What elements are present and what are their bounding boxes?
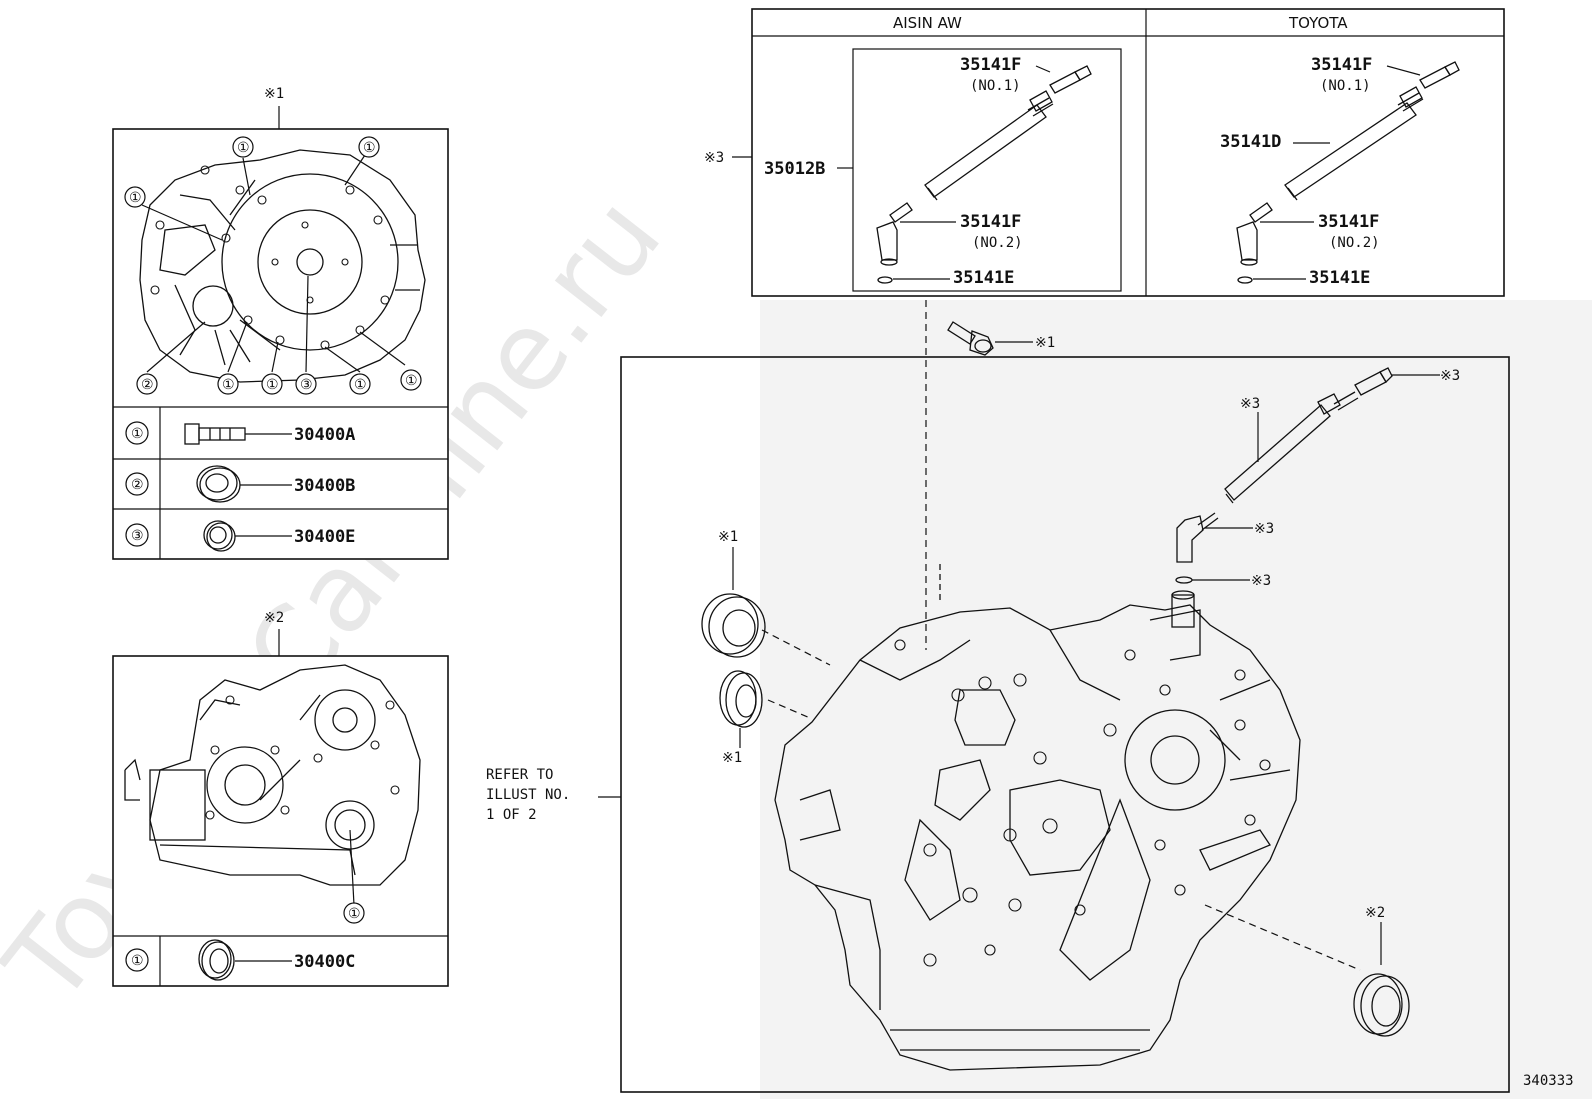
toyota-oring-part: 35141E [1309,268,1370,288]
transaxle-rear-view [124,664,421,886]
seal-right-ref: ※2 [1365,905,1385,921]
bolt-icon [184,423,246,445]
main-seal-right: ※2 [1353,905,1410,1037]
callout-circle: ① [400,369,422,391]
svg-text:①: ① [354,377,367,393]
callout-circle: ② [136,373,158,395]
kit-box-frame [751,8,1505,297]
panel-1-row-2: ② 30400B [125,465,355,503]
svg-text:①: ① [129,190,142,206]
panel-1-callouts: ① ① ① ② ① ① ③ ① ① [124,136,422,395]
callout-circle: ① [358,136,380,158]
callout-circle: ③ [295,373,317,395]
aisin-oring-part: 35141E [953,268,1014,288]
row-number: ① [131,426,144,442]
transaxle-front-view [139,149,426,383]
main-seal-top: ※1 [701,529,766,658]
refer-line-1: REFER TO [486,767,553,783]
panel-2-frame [112,655,449,987]
pipe-ref-top: ※3 [1440,368,1460,384]
panel-1-label: ※1 [264,86,284,102]
seal-leader [767,699,811,719]
callout-circle: ① [232,136,254,158]
refer-line-3: 1 OF 2 [486,807,537,823]
pipe-ref-mid: ※3 [1240,396,1260,412]
toyota-pipe-part: 35141D [1220,132,1281,152]
main-pipe-assembly: ※3 ※3 ※3 ※3 [1175,367,1460,589]
refer-note: REFER TO ILLUST NO. 1 OF 2 [486,767,621,823]
main-transaxle [774,560,1301,1071]
oil-seal-icon [196,465,241,503]
svg-text:①: ① [266,377,279,393]
panel-1-row-1: ① 30400A [125,421,355,445]
kit-ref-mark: ※3 [704,150,724,166]
aisin-elbow-note: (NO.2) [972,235,1023,251]
toyota-elbow-part: 35141F [1318,212,1379,232]
svg-text:①: ① [348,906,361,922]
panel-2: ※2 ① ① [112,610,449,987]
diagram-id: 340333 [1523,1073,1574,1089]
callout-circle: ① [349,373,371,395]
oil-seal-icon [198,939,235,981]
toyota-top-note: (NO.1) [1320,78,1371,94]
aisin-top-part: 35141F [960,55,1021,75]
panel-2-label: ※2 [264,610,284,626]
pipe-kit-box: AISIN AW TOYOTA ※3 35012B 35141F (NO.1) … [704,8,1505,297]
panel-1: ※1 [112,86,449,560]
refer-line-2: ILLUST NO. [486,787,570,803]
seal-bottom-ref: ※1 [722,750,742,766]
toyota-pipe-assembly [1236,61,1460,284]
aisin-elbow-part: 35141F [960,212,1021,232]
aisin-top-note: (NO.1) [970,78,1021,94]
leader-line [349,829,355,906]
toyota-elbow-note: (NO.2) [1329,235,1380,251]
panel-1-row-3: ③ 30400E [125,520,355,552]
svg-text:②: ② [141,377,154,393]
oil-seal-icon [203,520,236,552]
aisin-kit-subframe [852,48,1122,292]
callout-circle: ① [217,373,239,395]
header-toyota: TOYOTA [1288,14,1348,32]
header-aisin: AISIN AW [893,14,962,32]
main-seal-bottom: ※1 [719,670,763,766]
background-tint [760,300,1592,1099]
part-number: 30400A [294,425,355,445]
elbow-ref: ※3 [1254,521,1274,537]
callout-circle: ① [124,186,146,208]
panel-2-row-1: ① 30400C [125,939,355,981]
oring-ref: ※3 [1251,573,1271,589]
svg-text:①: ① [405,373,418,389]
kit-part-number: 35012B [764,159,825,179]
svg-text:①: ① [363,140,376,156]
seal-leader [1204,904,1361,971]
row-number: ② [131,477,144,493]
part-number: 30400C [294,952,355,972]
callout-circle: ① [343,902,365,924]
seal-leader [761,629,831,666]
aisin-pipe-assembly [876,65,1092,284]
row-number: ① [131,953,144,969]
toyota-top-part: 35141F [1311,55,1372,75]
callout-circle: ① [261,373,283,395]
part-number: 30400E [294,527,355,547]
svg-text:①: ① [222,377,235,393]
main-bolt: ※1 [947,321,1055,356]
svg-text:③: ③ [300,377,313,393]
part-number: 30400B [294,476,355,496]
main-bolt-ref: ※1 [1035,335,1055,351]
seal-top-ref: ※1 [718,529,738,545]
row-number: ③ [131,528,144,544]
main-frame [620,356,1510,1093]
svg-text:①: ① [237,140,250,156]
